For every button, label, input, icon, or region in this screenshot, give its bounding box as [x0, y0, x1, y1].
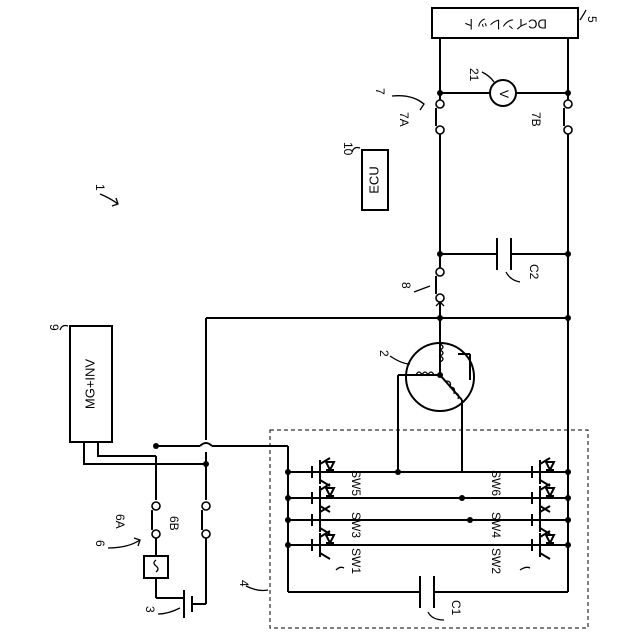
label-SW2: SW2 — [489, 548, 503, 574]
voltmeter-leader — [482, 72, 494, 82]
wire-mginv-a — [84, 442, 156, 464]
label-C2: C2 — [527, 264, 541, 280]
label-6A: 6A — [113, 514, 127, 529]
label-C1: C1 — [449, 600, 463, 616]
relay8-leader — [414, 286, 430, 292]
label-7A: 7A — [397, 112, 411, 127]
label-5: 5 — [585, 16, 599, 23]
relay-6B — [202, 502, 210, 538]
battery-leader — [158, 608, 180, 614]
label-8: 8 — [399, 282, 413, 289]
mg-inv-text: MG+INV — [82, 359, 97, 410]
label-2: 2 — [377, 350, 391, 357]
voltmeter-symbol: V — [497, 90, 511, 98]
label-6: 6 — [93, 540, 107, 547]
c1-leader — [428, 612, 444, 620]
relay-7A — [436, 100, 444, 134]
ecu-text: ECU — [366, 166, 381, 193]
relay-6A — [152, 502, 160, 538]
fuse — [144, 556, 168, 578]
label-6B: 6B — [167, 516, 181, 531]
relay7-leader — [392, 96, 424, 104]
motor-2 — [406, 340, 474, 411]
relay7-arrowhead — [418, 100, 424, 110]
wire-mginv-b — [98, 442, 156, 456]
c2-leader — [506, 272, 520, 282]
relay6-leader — [108, 540, 140, 548]
relay-7B — [564, 100, 572, 134]
label-3: 3 — [143, 606, 157, 613]
ecu-block: ECU — [362, 150, 388, 210]
label-SW6: SW6 — [489, 470, 503, 496]
relay-8 — [436, 268, 444, 302]
label-10: 10 — [341, 142, 355, 156]
dc-inlet-block: DCインレット — [432, 8, 578, 38]
motor-leader — [390, 356, 410, 364]
dc-inlet-text: DCインレット — [463, 17, 547, 32]
system-leader — [100, 194, 118, 204]
label-1: 1 — [93, 184, 107, 191]
label-7: 7 — [373, 88, 387, 95]
label-SW1: SW1 — [349, 548, 363, 574]
label-4: 4 — [237, 580, 251, 587]
label-7B: 7B — [529, 112, 543, 127]
label-SW4: SW4 — [489, 512, 503, 538]
label-SW3: SW3 — [349, 512, 363, 538]
mg-inv-block: MG+INV — [70, 326, 112, 442]
label-SW5: SW5 — [349, 470, 363, 496]
label-21: 21 — [467, 68, 481, 82]
label-9: 9 — [47, 324, 61, 331]
